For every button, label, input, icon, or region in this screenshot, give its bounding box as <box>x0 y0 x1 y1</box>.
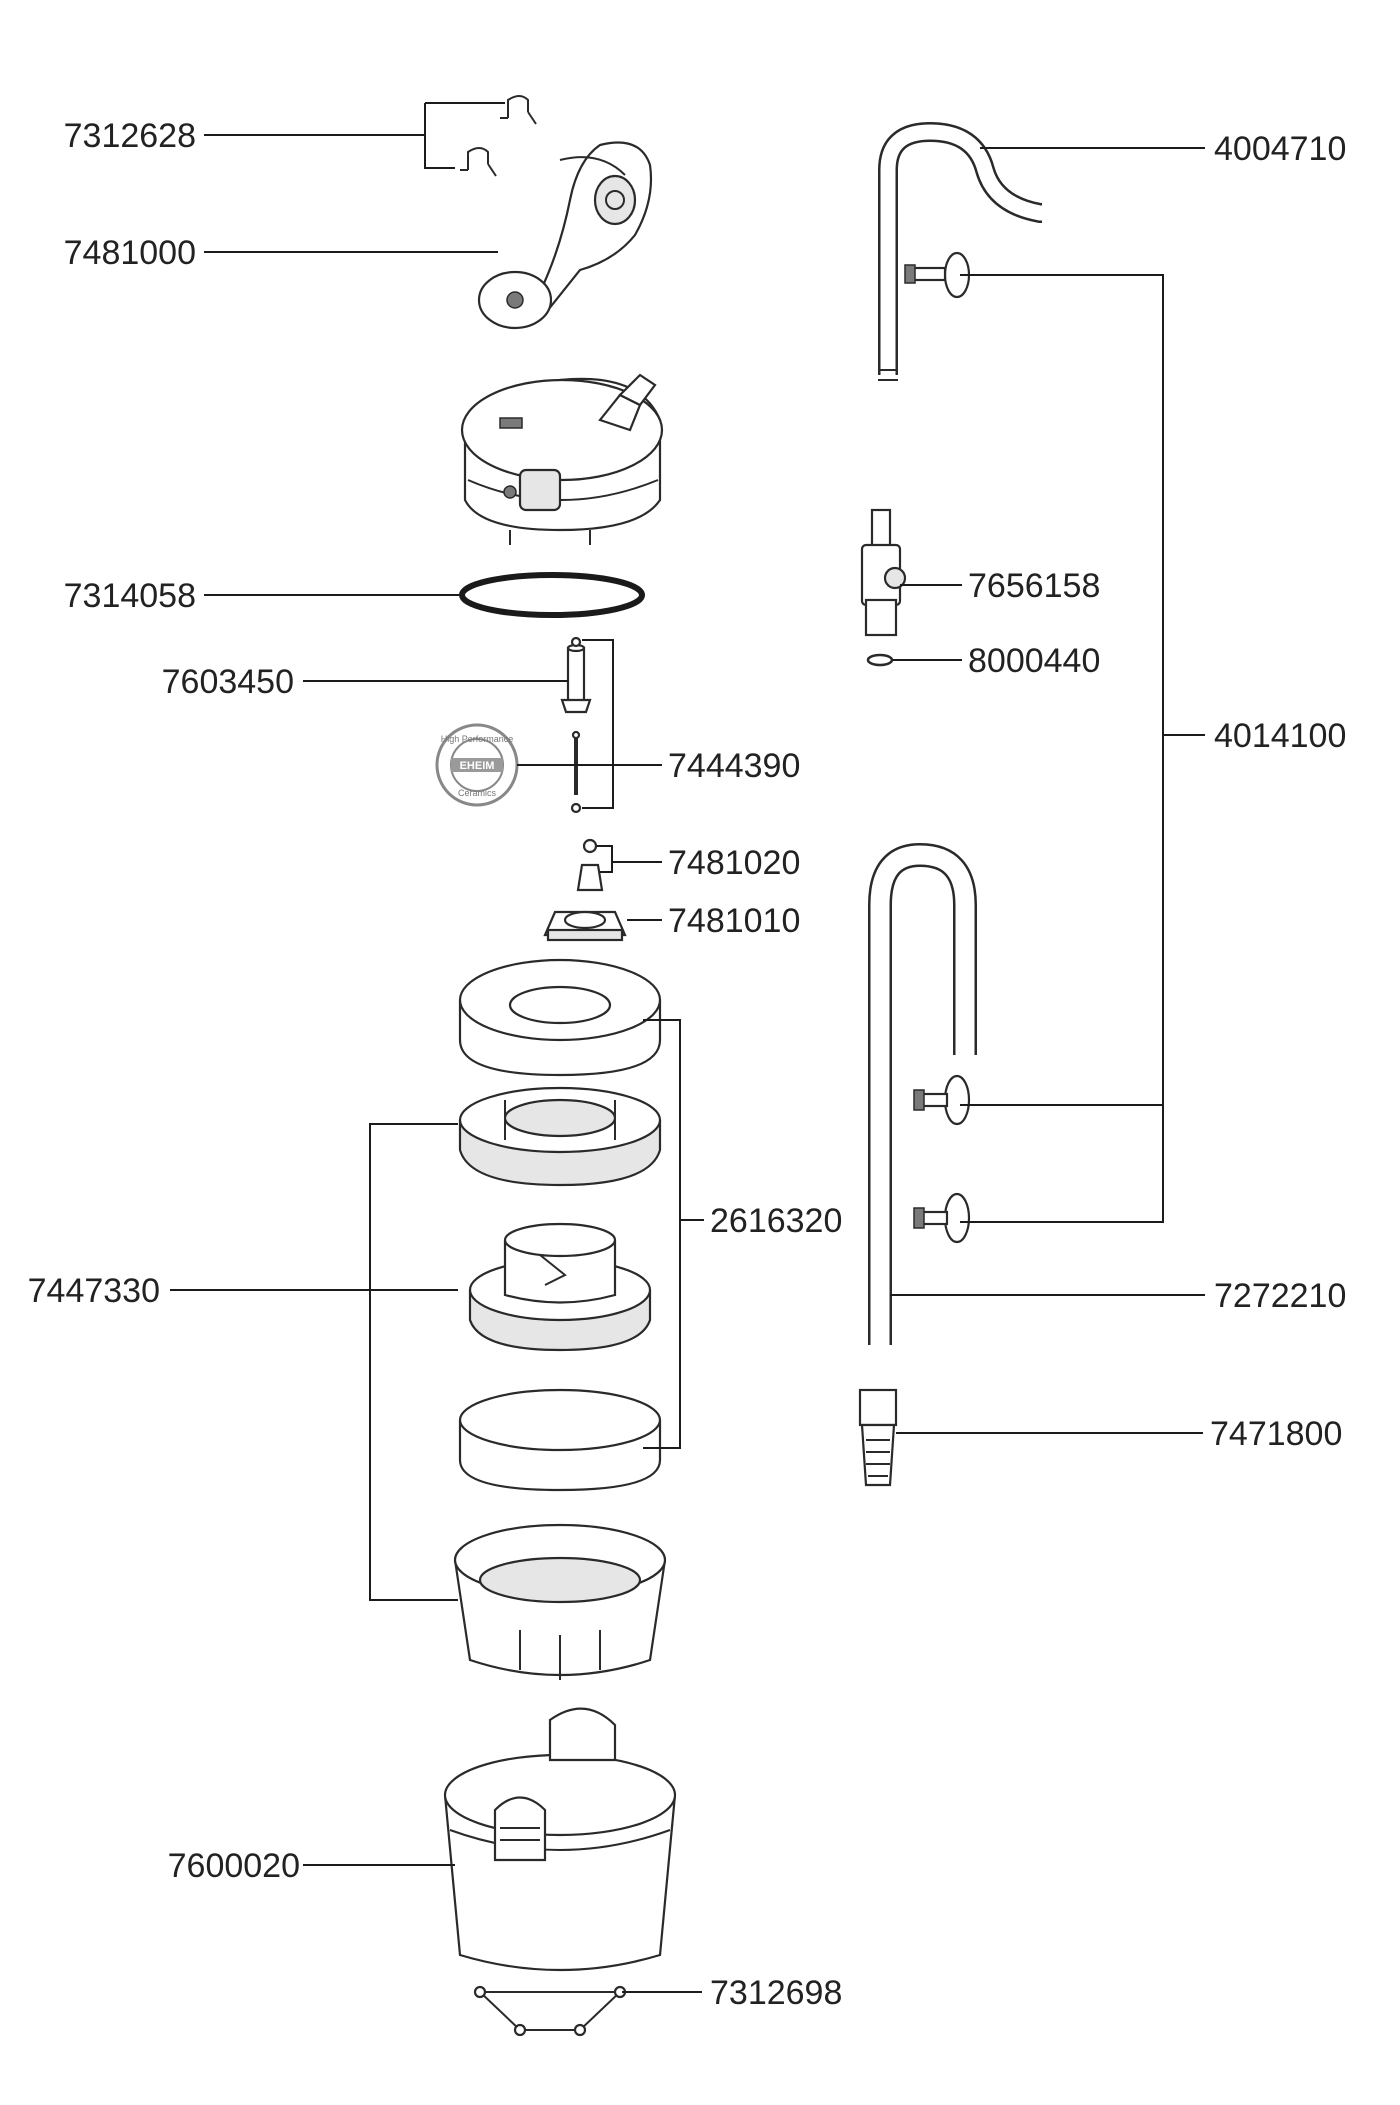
part-2616320-filter-pad <box>458 1388 662 1492</box>
part-7656158-valve <box>860 508 907 637</box>
label-2616320: 2616320 <box>710 1202 842 1240</box>
badge-bottom-text: Ceramics <box>458 788 497 798</box>
label-7481010: 7481010 <box>668 902 800 940</box>
badge-top-text: High Performance <box>441 734 514 744</box>
label-7444390: 7444390 <box>668 747 800 785</box>
label-7656158: 7656158 <box>968 567 1100 605</box>
part-7481010-impeller-cover <box>543 910 627 942</box>
label-7600020: 7600020 <box>168 1847 300 1885</box>
part-8000440-o-ring <box>866 653 894 667</box>
part-7600020-canister <box>443 1707 677 1972</box>
label-7312698: 7312698 <box>710 1974 842 2012</box>
label-7314058: 7314058 <box>64 577 196 615</box>
filter-basket-bottom <box>453 1523 667 1680</box>
part-7312628-clips <box>460 95 537 177</box>
pump-head <box>460 373 664 545</box>
badge-brand-text: EHEIM <box>460 760 495 772</box>
part-7447330-basket <box>468 1222 652 1352</box>
part-7471800-strainer <box>858 1388 898 1487</box>
label-7447330: 7447330 <box>28 1272 160 1310</box>
label-7471800: 7471800 <box>1210 1415 1342 1453</box>
suction-cup-upper <box>904 251 971 299</box>
suction-cup-middle <box>913 1074 971 1126</box>
part-7314058-o-ring <box>459 572 645 618</box>
label-4014100: 4014100 <box>1214 717 1346 755</box>
part-labels: 7312628 7481000 7314058 7603450 7444390 … <box>28 117 1347 2012</box>
part-7444390-shaft <box>570 730 582 814</box>
label-7481020: 7481020 <box>668 844 800 882</box>
part-7481020-bearing <box>576 838 604 892</box>
leader-lines <box>170 102 1205 1993</box>
part-2616320-filter-ring <box>458 958 662 1077</box>
part-7312698-feet <box>473 1985 627 2037</box>
ceramics-badge: EHEIM High Performance Ceramics <box>435 723 519 807</box>
label-8000440: 8000440 <box>968 642 1100 680</box>
filter-basket-top <box>458 1086 662 1187</box>
label-4004710: 4004710 <box>1214 130 1346 168</box>
label-7312628: 7312628 <box>64 117 196 155</box>
label-7481000: 7481000 <box>64 234 196 272</box>
part-7603450-impeller <box>560 636 592 714</box>
part-7481000-motor-head <box>477 141 653 330</box>
label-7272210: 7272210 <box>1214 1277 1346 1315</box>
part-4004710-outlet-pipe <box>878 121 1043 381</box>
label-7603450: 7603450 <box>162 663 294 701</box>
part-7272210-intake-pipe <box>868 842 977 1345</box>
suction-cup-lower <box>913 1192 971 1244</box>
